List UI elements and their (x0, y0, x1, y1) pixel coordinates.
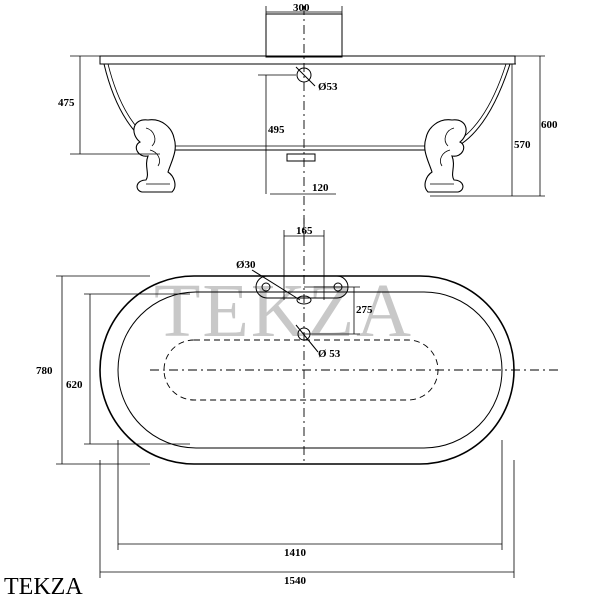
dim-drain-dia: Ø 53 (318, 348, 341, 360)
overflow-leader (295, 66, 316, 87)
dim-inner-width: 620 (66, 379, 83, 391)
watermark-text: TEKZA (154, 269, 413, 353)
dim-hole-depth: 275 (356, 304, 373, 316)
drain-leader (295, 324, 319, 353)
dim-tub-height: 475 (58, 97, 75, 109)
dim-tap-width: 300 (293, 2, 310, 14)
dim-rim-height: 570 (514, 139, 531, 151)
brand-logo-text: TEKZA (4, 574, 83, 600)
left-claw-foot (133, 119, 176, 193)
side-view: 300 475 495 Ø53 120 570 600 (58, 2, 558, 240)
overflow-hole (296, 295, 312, 305)
tub-body (103, 63, 511, 151)
inner-outline (117, 291, 503, 449)
dim-waste-dia-top: Ø53 (318, 81, 338, 93)
dim-drain-height: 495 (268, 124, 285, 136)
dim-drain-offset: 120 (312, 182, 329, 194)
dim-total-width: 780 (36, 365, 53, 377)
top-view: 165 275 Ø30 Ø 53 780 620 1410 1540 (36, 218, 560, 587)
dim-inner-length: 1410 (284, 547, 307, 559)
right-claw-foot (424, 119, 467, 193)
drain-plug (286, 153, 316, 162)
dim-tap-hole-dia: Ø30 (236, 259, 256, 271)
dim-total-height: 600 (541, 119, 558, 131)
dim-total-length: 1540 (284, 575, 307, 587)
tub-inner-line (107, 63, 507, 147)
dim-hole-spacing: 165 (296, 225, 313, 237)
tap-hole-left (261, 282, 271, 292)
